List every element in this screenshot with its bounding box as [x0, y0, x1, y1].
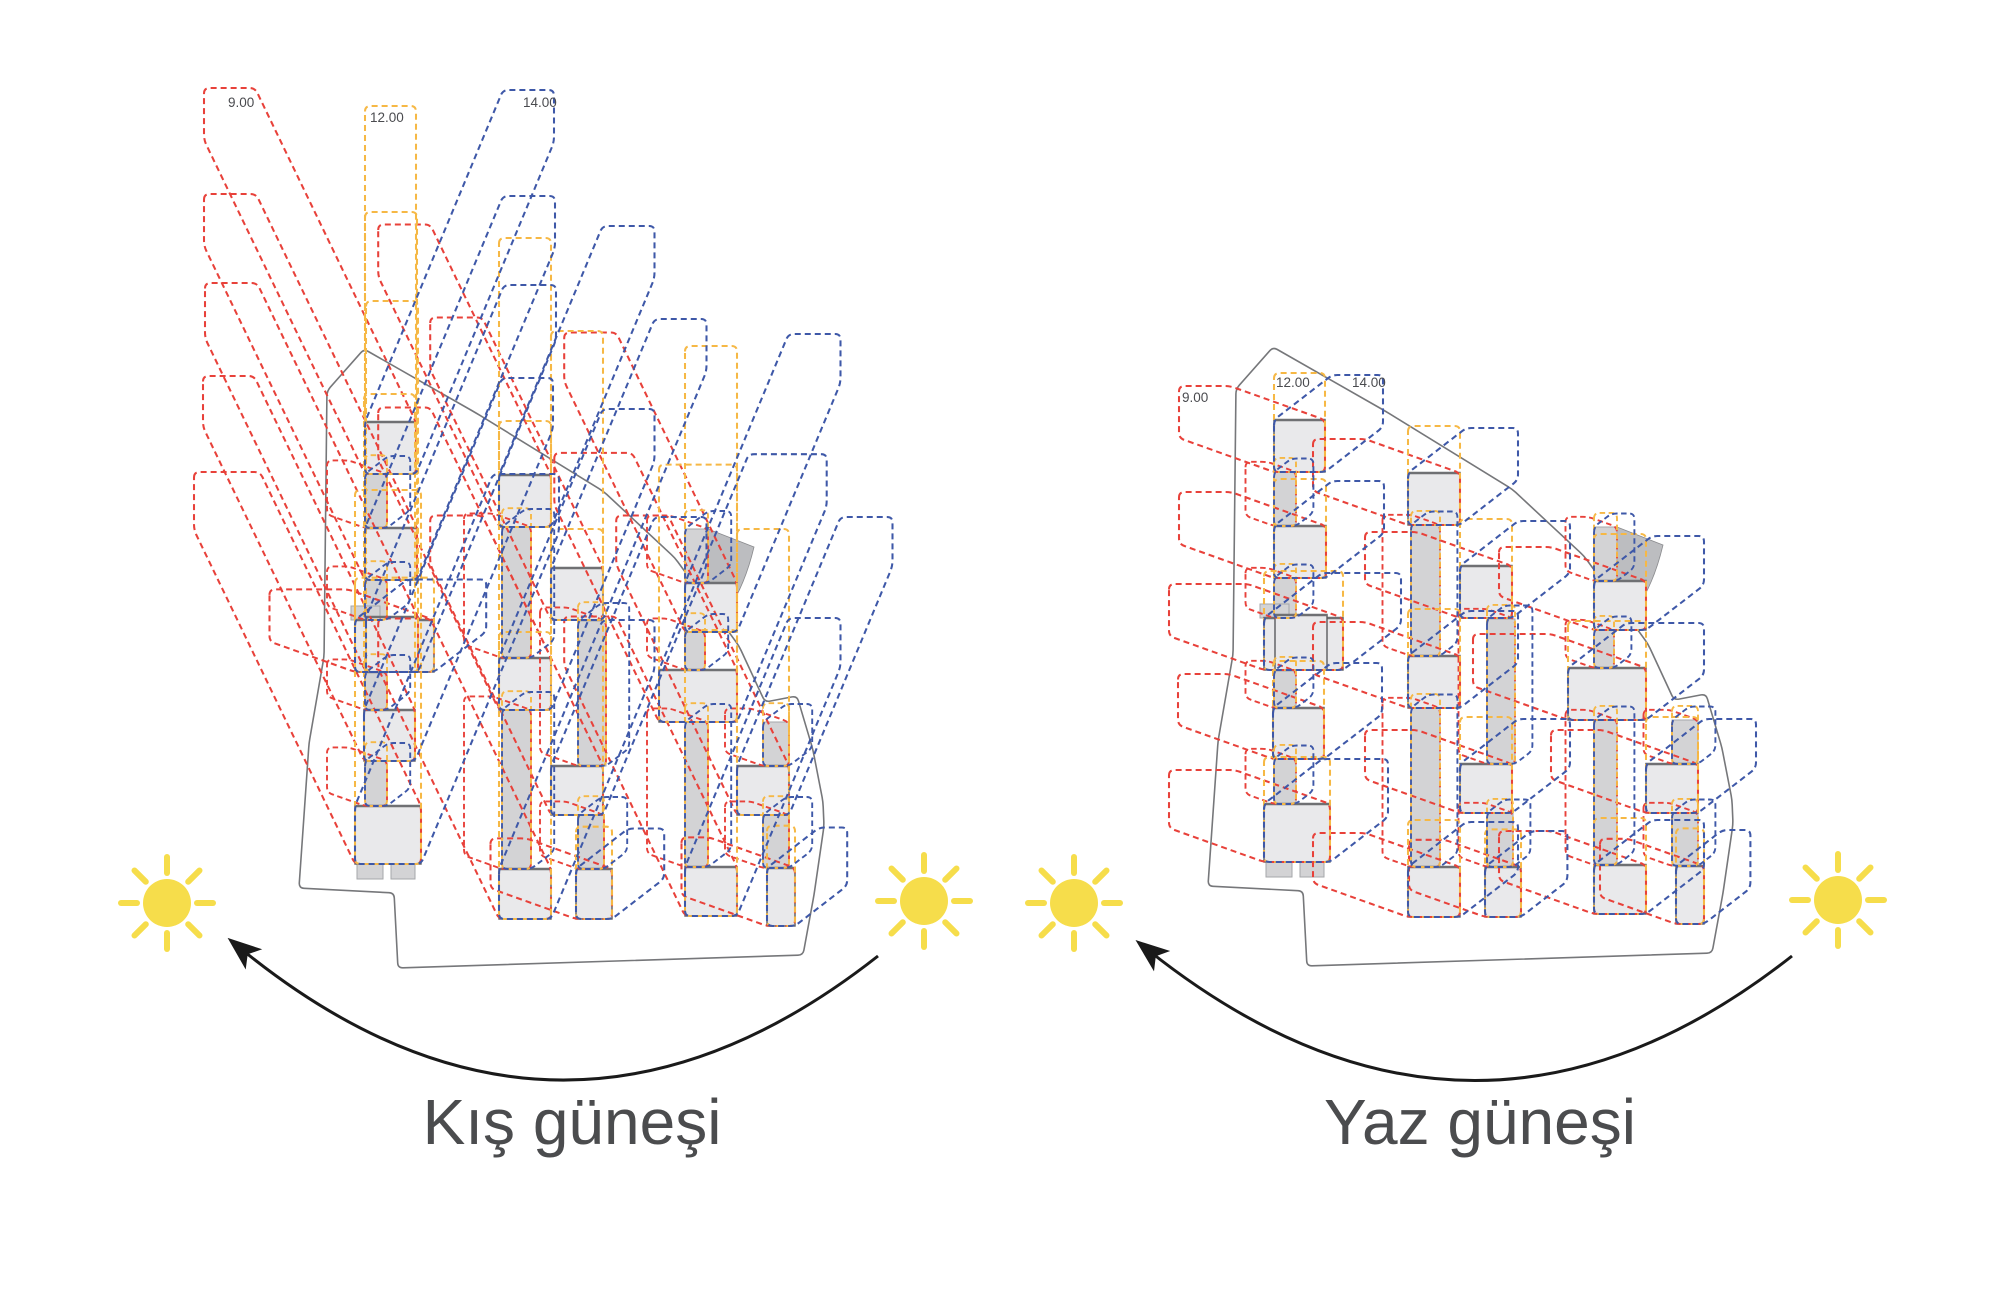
- svg-text:Yaz güneşi: Yaz güneşi: [1324, 1086, 1636, 1158]
- svg-text:14.00: 14.00: [523, 95, 557, 110]
- svg-text:Kış güneşi: Kış güneşi: [423, 1086, 722, 1158]
- svg-text:12.00: 12.00: [1276, 375, 1310, 390]
- svg-text:14.00: 14.00: [1352, 375, 1386, 390]
- svg-text:9.00: 9.00: [228, 95, 254, 110]
- svg-text:9.00: 9.00: [1182, 390, 1208, 405]
- svg-text:12.00: 12.00: [370, 110, 404, 125]
